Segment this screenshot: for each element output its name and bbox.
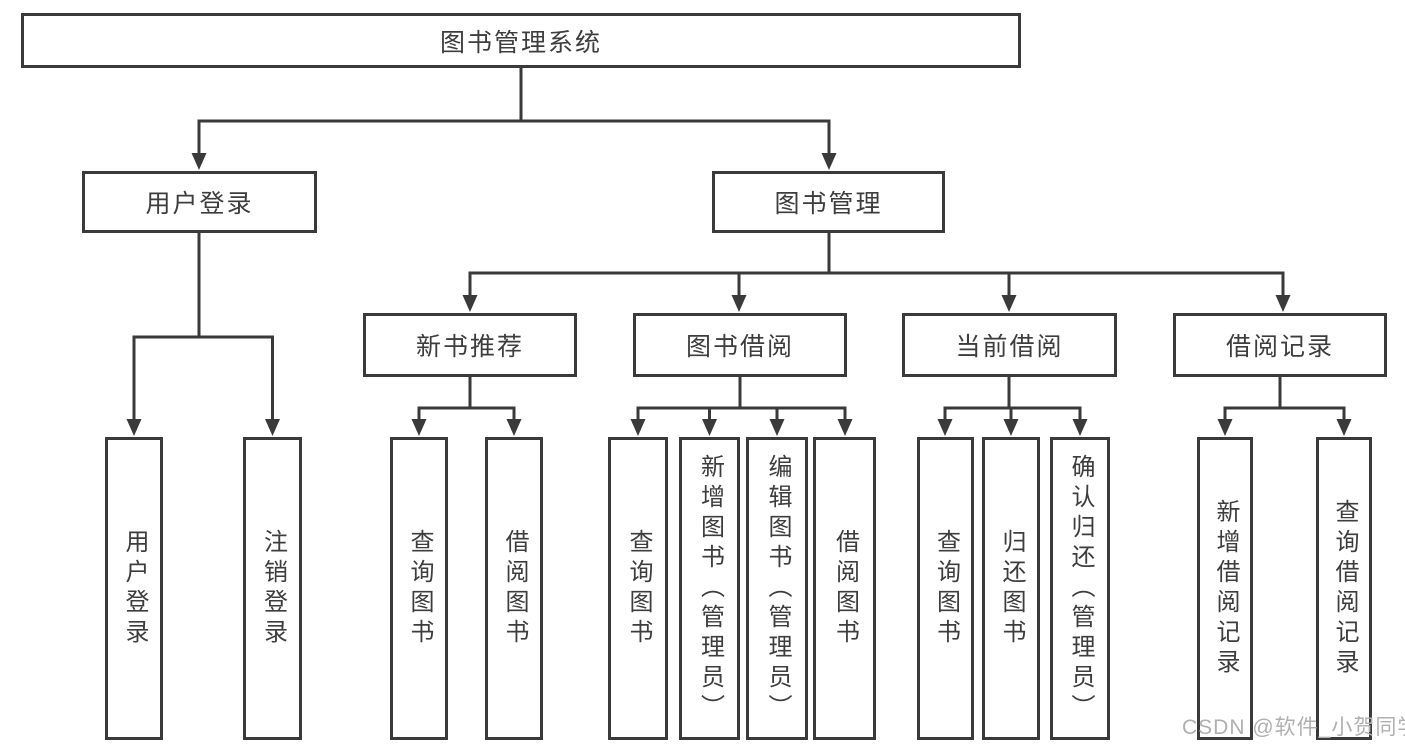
leaf-query-book-borrow: 查询图书	[608, 437, 668, 740]
leaf-add-borrow-record: 新增借阅记录	[1197, 437, 1253, 740]
leaf-edit-book-admin: 编辑图书（管理员）	[746, 437, 808, 740]
leaf-logout-login: 注销登录	[243, 437, 302, 740]
leaf-confirm-return-admin: 确认归还（管理员）	[1050, 437, 1110, 740]
leaf-user-login: 用户登录	[105, 437, 163, 740]
node-library-management-system: 图书管理系统	[21, 13, 1021, 68]
node-borrow-record: 借阅记录	[1173, 313, 1387, 377]
leaf-return-book: 归还图书	[982, 437, 1040, 740]
csdn-watermark: CSDN @软件_小贺同学	[1182, 716, 1405, 739]
leaf-query-book-current: 查询图书	[917, 437, 974, 740]
leaf-borrow-book-recommend: 借阅图书	[485, 437, 543, 740]
node-new-book-recommend: 新书推荐	[363, 313, 577, 377]
leaf-query-book-recommend: 查询图书	[390, 437, 448, 740]
leaf-borrow-book: 借阅图书	[813, 437, 876, 740]
node-user-login: 用户登录	[82, 171, 317, 233]
leaf-query-borrow-record: 查询借阅记录	[1316, 437, 1372, 740]
leaf-add-book-admin: 新增图书（管理员）	[679, 437, 740, 740]
node-book-borrow: 图书借阅	[633, 313, 847, 377]
arrowhead-icons	[126, 153, 1352, 436]
node-current-borrow: 当前借阅	[902, 313, 1117, 377]
node-book-management: 图书管理	[712, 171, 945, 233]
